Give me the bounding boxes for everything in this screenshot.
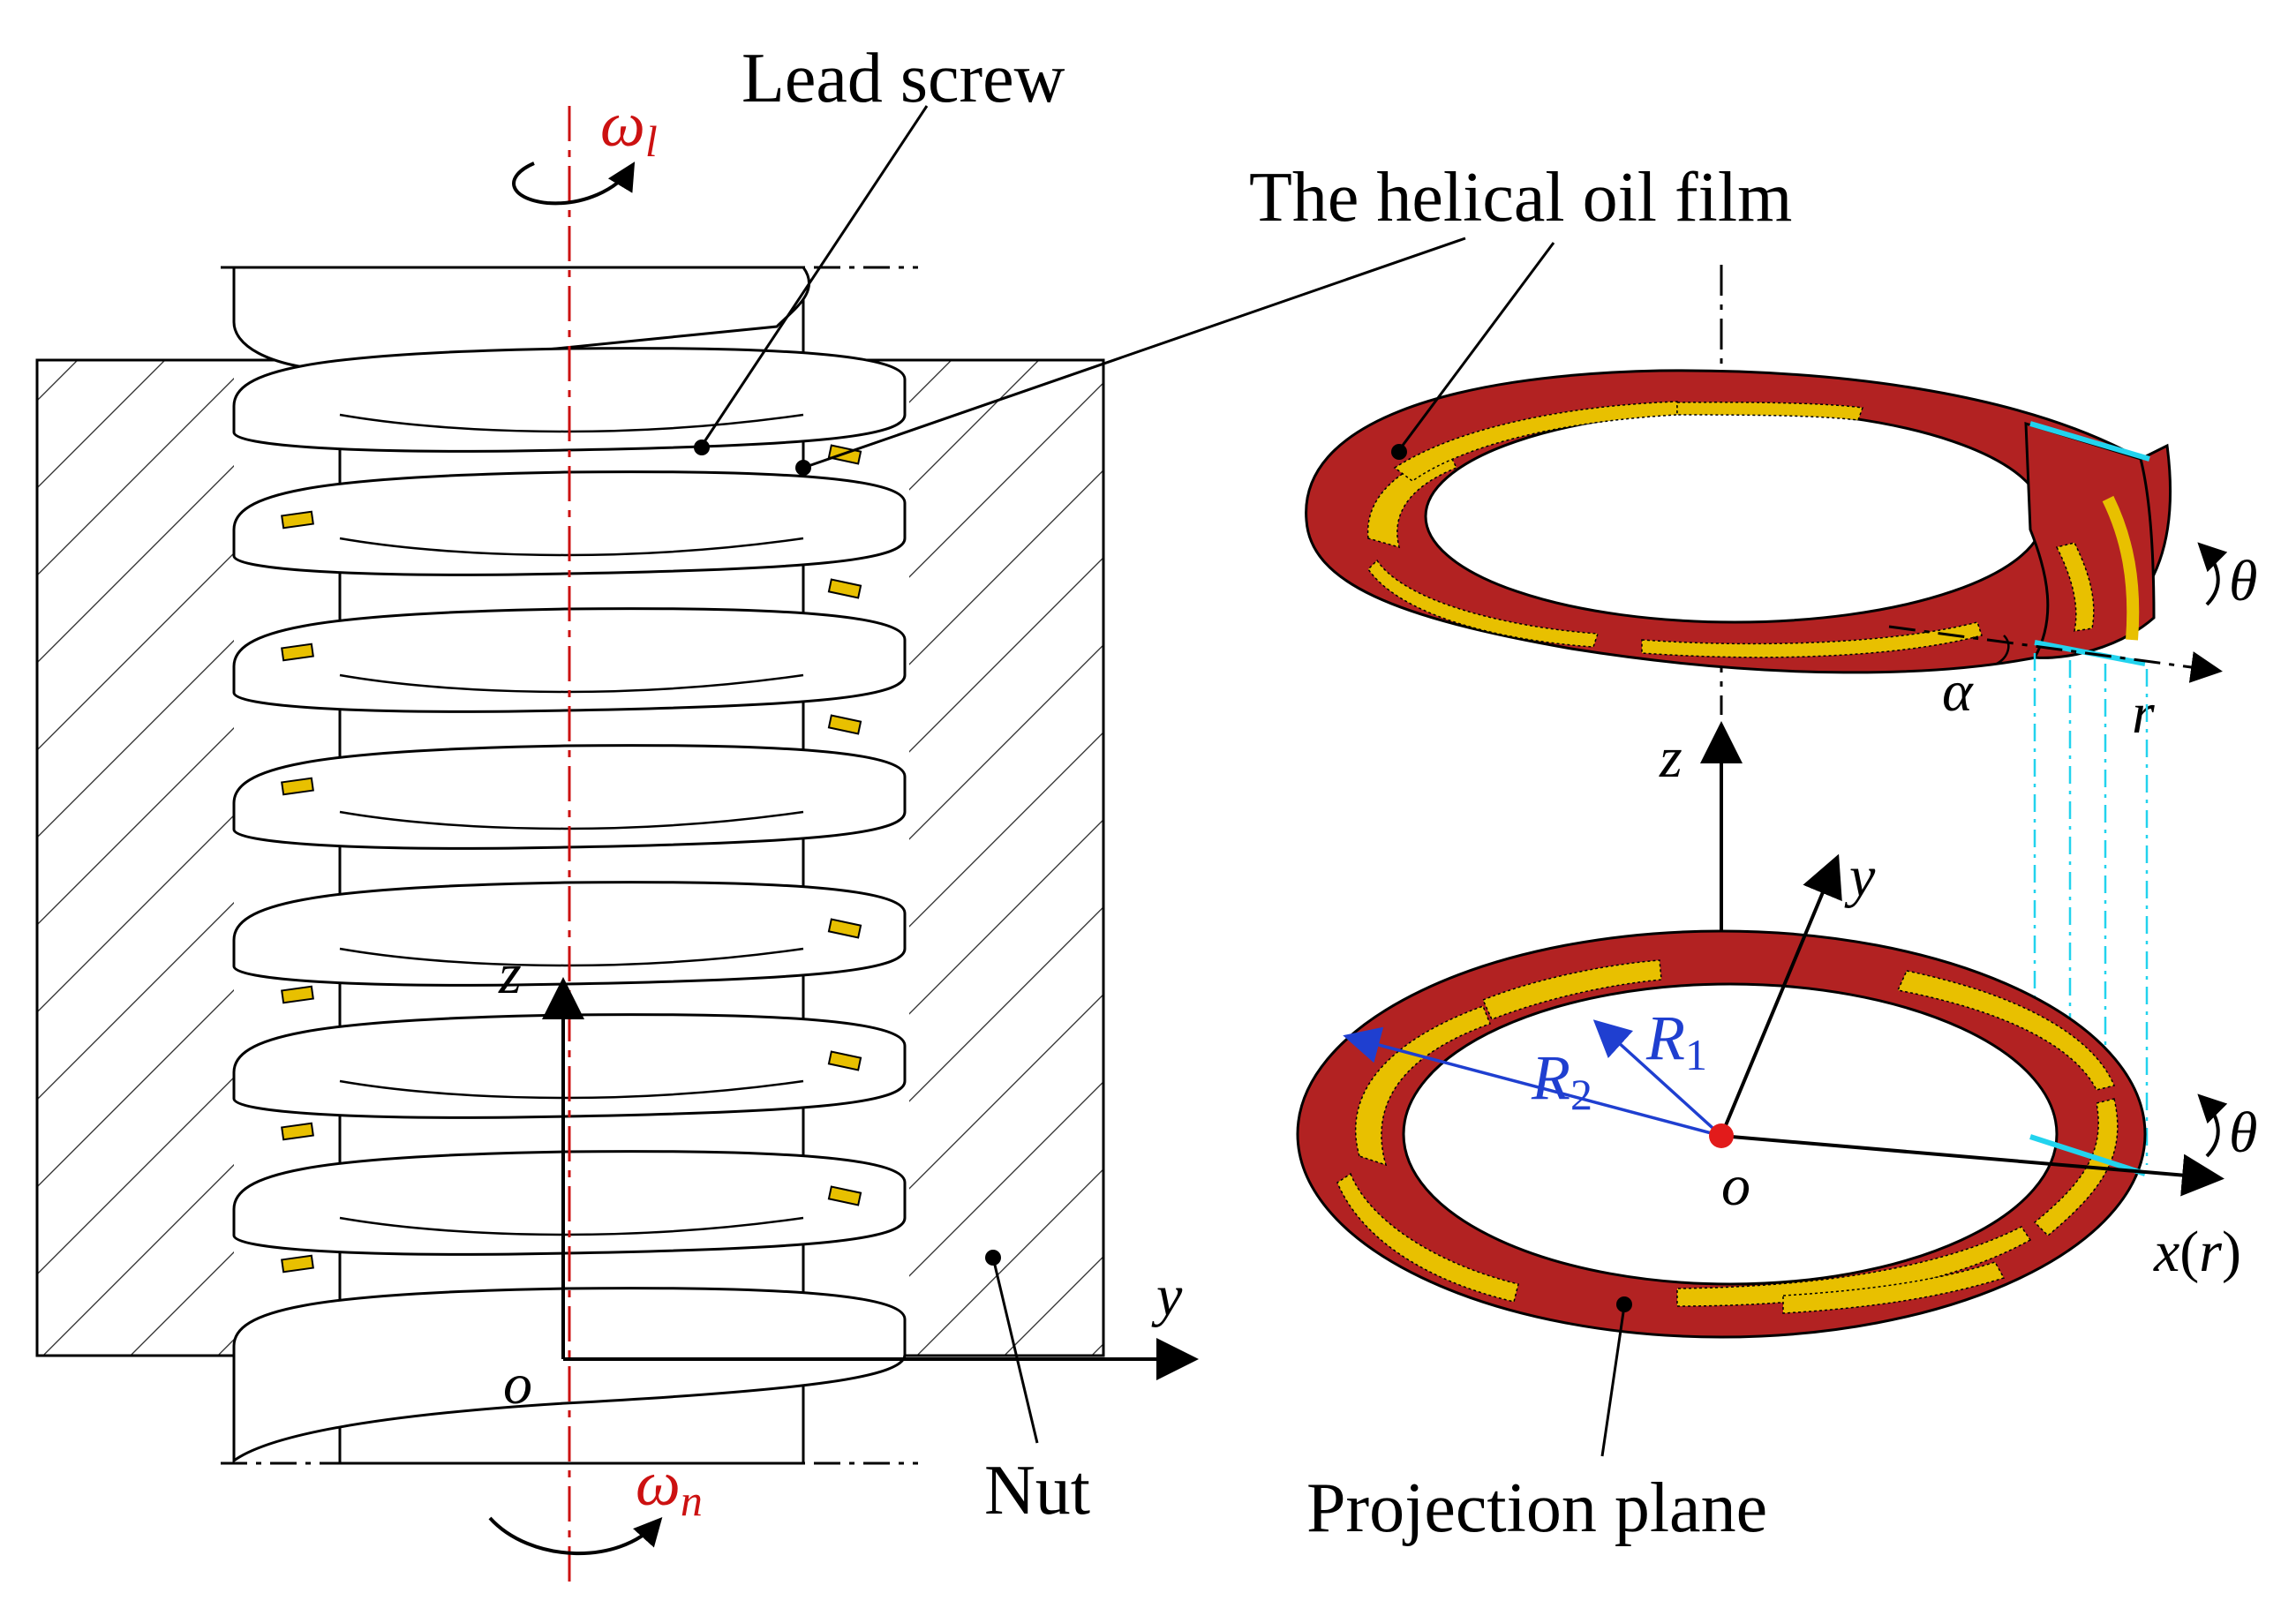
- right-y-label: y: [1844, 845, 1876, 909]
- nut-label: Nut: [984, 1452, 1090, 1529]
- omega-n-rotation-arrow: [488, 1516, 663, 1555]
- right-origin-label: o: [1721, 1153, 1750, 1218]
- lower-theta-arrow: [2197, 1093, 2228, 1158]
- upper-r-axis: [1888, 625, 2223, 683]
- helical-oil-film-diagram: r α θ The helical oil film z: [795, 159, 2257, 1547]
- projection-plane-leader: [1600, 1305, 1626, 1457]
- film-leader-to-ring: [1397, 242, 1555, 451]
- nut-left-block: [35, 358, 245, 1357]
- lead-screw-leader: [700, 105, 929, 447]
- screw-threads: [232, 266, 907, 1463]
- lead-screw-label: Lead screw: [741, 40, 1065, 117]
- omega-l-rotation-arrow: [512, 162, 636, 206]
- film-leader-to-screw: [802, 237, 1466, 470]
- nut-leader: [991, 1257, 1039, 1444]
- upper-theta-label: θ: [2229, 549, 2257, 613]
- r2-label: R2: [1531, 1042, 1592, 1119]
- r1-label: R1: [1645, 1003, 1707, 1079]
- lead-screw-assembly: z y o ωl ωn Lead screw Nut: [35, 40, 1199, 1589]
- origin-dot: [1709, 1123, 1734, 1148]
- projection-plane-label: Projection plane: [1306, 1469, 1767, 1547]
- upper-r-label: r: [2132, 681, 2155, 746]
- nut-right-block: [903, 358, 1105, 1357]
- omega-n-label: ωn: [636, 1448, 703, 1525]
- lower-theta-label: θ: [2229, 1101, 2257, 1165]
- x-r-label: x(r): [2153, 1220, 2241, 1284]
- left-y-label: y: [1151, 1264, 1183, 1328]
- right-x-axis: [1720, 1134, 2224, 1197]
- right-z-label: z: [1659, 725, 1682, 790]
- alpha-label: α: [1942, 659, 1974, 724]
- upper-helical-ring: [1305, 369, 2172, 674]
- right-y-axis: [1720, 853, 1842, 1137]
- r2-vector: [1343, 1026, 1722, 1138]
- upper-theta-arrow: [2197, 542, 2228, 606]
- left-z-label: z: [498, 942, 522, 1006]
- omega-l-label: ωl: [600, 89, 658, 166]
- helical-oil-film-label: The helical oil film: [1249, 159, 1792, 237]
- left-origin-label: o: [503, 1352, 532, 1416]
- r1-vector: [1592, 1019, 1723, 1138]
